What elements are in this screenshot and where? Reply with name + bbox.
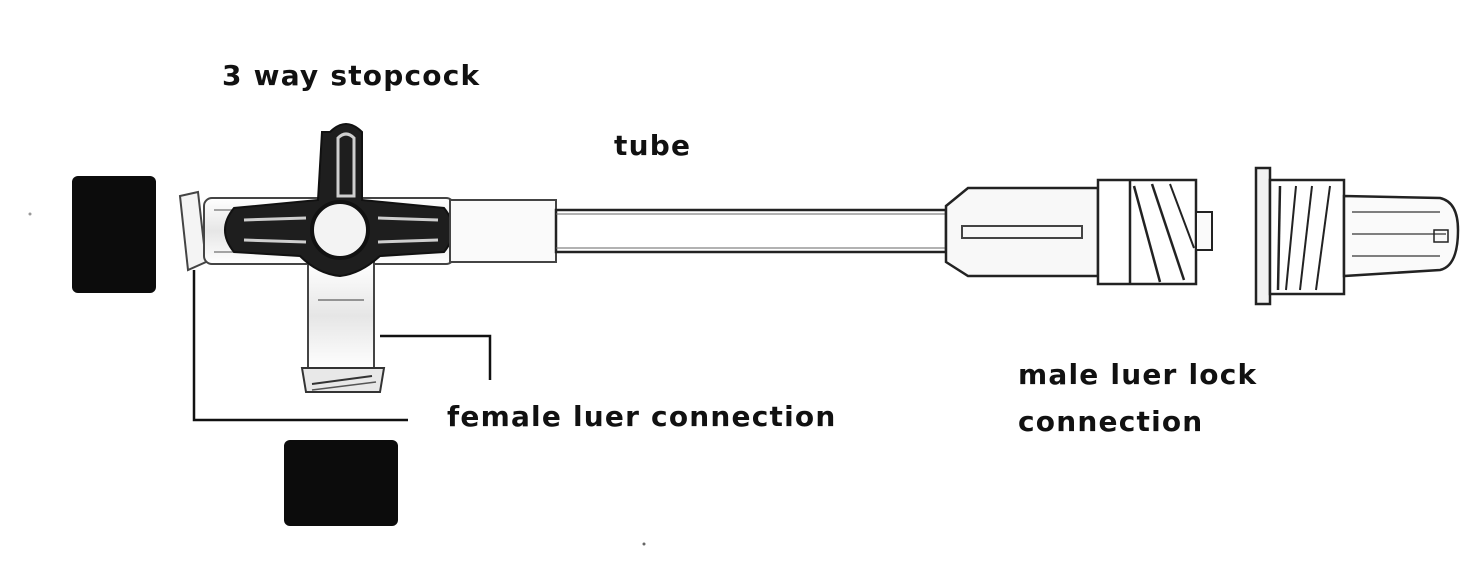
stopcock-handle bbox=[224, 123, 454, 278]
right-cap-grip bbox=[1342, 194, 1460, 278]
label-female-luer-connection: female luer connection bbox=[447, 400, 837, 433]
male-luer-body bbox=[944, 186, 1100, 278]
label-tube: tube bbox=[614, 129, 692, 162]
stopcock-rotor bbox=[310, 200, 370, 260]
leader-line-female-luer bbox=[192, 270, 408, 422]
left-cap bbox=[72, 176, 156, 293]
label-male-luer-lock: male luer lock bbox=[1018, 358, 1258, 391]
stopcock-right-collar bbox=[449, 199, 557, 263]
lower-port bbox=[307, 261, 375, 371]
label-male-luer-connection: connection bbox=[1018, 405, 1204, 438]
lower-cap bbox=[284, 440, 398, 526]
leader-line-lower-port bbox=[380, 334, 492, 380]
male-luer-tip bbox=[1195, 211, 1213, 251]
female-luer-flange bbox=[178, 190, 208, 272]
right-cap-flange bbox=[1254, 166, 1272, 306]
tube bbox=[554, 208, 948, 254]
label-3-way-stopcock: 3 way stopcock bbox=[222, 59, 481, 92]
